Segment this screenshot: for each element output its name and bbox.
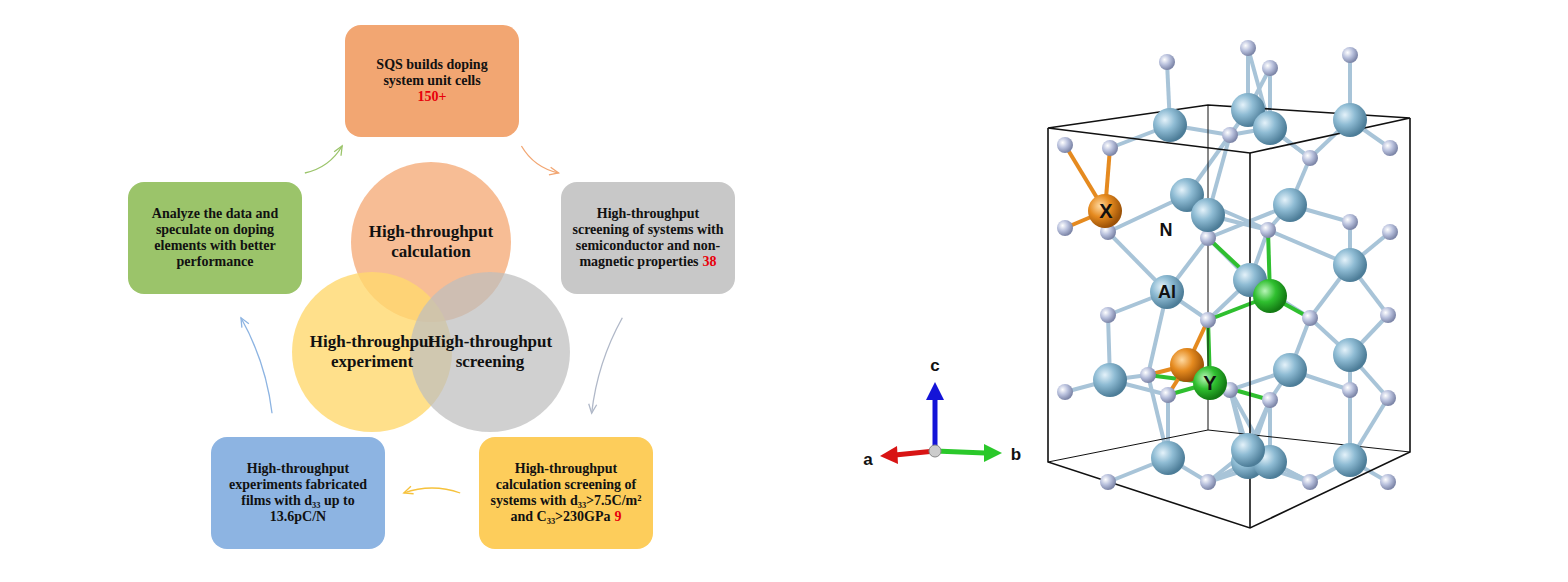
count-number: 9: [615, 509, 622, 524]
axis-label: b: [1011, 445, 1021, 465]
circle-label: High-throughput screening: [410, 332, 570, 373]
axes: [880, 382, 1002, 464]
atom-label: Y: [1203, 372, 1216, 395]
axis-label: c: [930, 356, 939, 376]
venn-circle: High-throughput screening: [410, 272, 570, 432]
cell-box: [1048, 105, 1410, 528]
text-group: High-throughput screening of systems wit…: [571, 206, 725, 270]
cycle-arrow: [241, 318, 272, 413]
atom-label: Al: [1158, 282, 1176, 303]
box-text: SQS builds doping system unit cells: [355, 57, 509, 89]
cycle-arrow: [305, 146, 342, 173]
cycle-arrow: [589, 318, 623, 413]
box-text: Analyze the data and speculate on doping…: [138, 206, 292, 270]
process-box: High-throughput experiments fabricated f…: [211, 437, 385, 549]
process-box: SQS builds doping system unit cells150+: [345, 25, 519, 137]
circle-label: High-throughput calculation: [351, 222, 511, 263]
count-number: 38: [703, 254, 717, 269]
count-number: 150+: [418, 89, 447, 105]
atom-label: N: [1160, 220, 1173, 241]
cycle-arrow: [521, 146, 558, 175]
atom-label: X: [1099, 200, 1112, 223]
venn-circle: High-throughput experiment: [292, 272, 452, 432]
cycle-arrow: [404, 486, 460, 494]
process-box: Analyze the data and speculate on doping…: [128, 182, 302, 294]
axis-label: a: [863, 450, 872, 470]
box-text: High-throughput screening of systems wit…: [572, 206, 723, 269]
text-group: High-throughput calculation screening of…: [489, 461, 643, 525]
process-box: High-throughput calculation screening of…: [479, 437, 653, 549]
box-text: High-throughput experiments fabricated f…: [221, 461, 375, 525]
process-box: High-throughput screening of systems wit…: [561, 182, 735, 294]
